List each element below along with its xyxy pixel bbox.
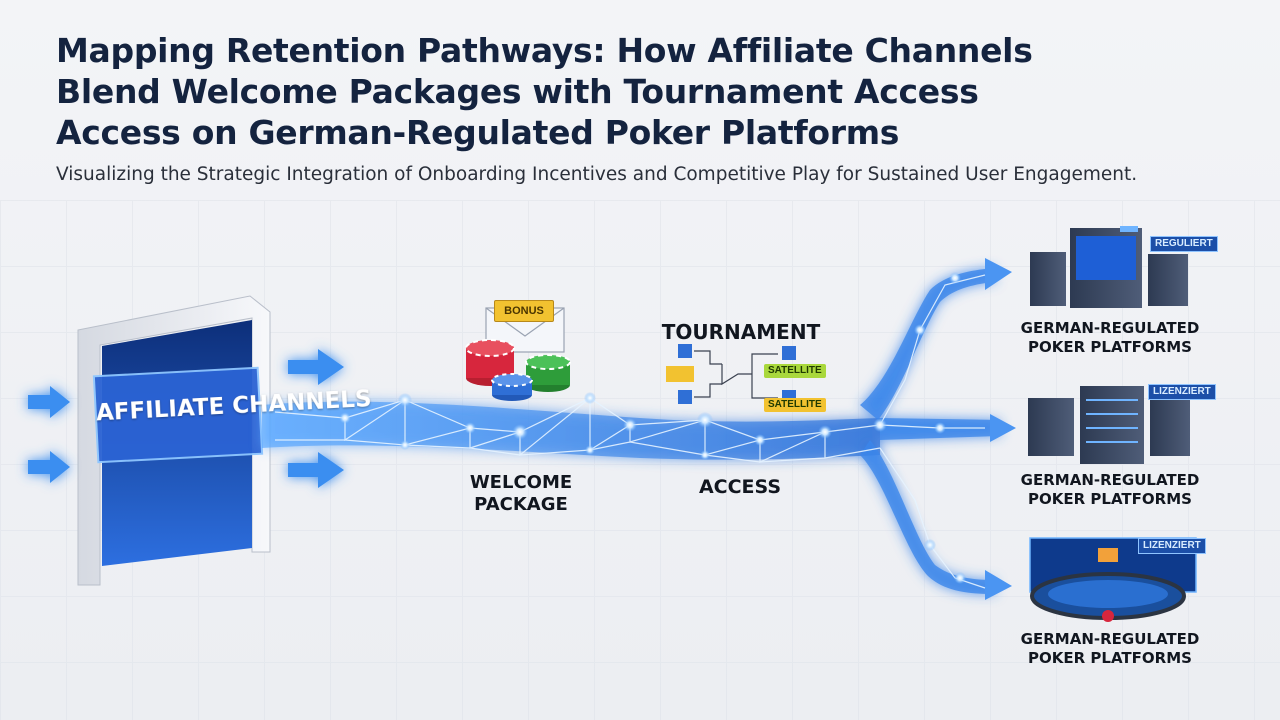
platform-badge-3: LIZENZIERT: [1138, 538, 1206, 554]
poker-chips-icon: [465, 339, 571, 401]
platform-label-1: GERMAN-REGULATED POKER PLATFORMS: [1000, 319, 1220, 357]
title-line-2: Blend Welcome Packages with Tournament A…: [56, 72, 979, 111]
platform-label-1-line-1: GERMAN-REGULATED: [1020, 319, 1200, 337]
bonus-tag: BONUS: [494, 300, 554, 322]
welcome-line-1: WELCOME: [469, 472, 573, 493]
server-cluster-icon-middle: [1028, 386, 1190, 464]
network-nodes: [339, 272, 966, 584]
title-line-1: Mapping Retention Pathways: How Affiliat…: [56, 31, 1033, 70]
platform-label-3-line-1: GERMAN-REGULATED: [1020, 630, 1200, 648]
platform-badge-2: LIZENZIERT: [1148, 384, 1216, 400]
access-label: ACCESS: [698, 476, 782, 498]
satellite-tag-1: SATELLITE: [764, 364, 826, 378]
platform-label-3: GERMAN-REGULATED POKER PLATFORMS: [1000, 630, 1220, 668]
platform-label-2-line-2: POKER PLATFORMS: [1028, 490, 1192, 508]
server-cluster-icon-top: [1030, 226, 1188, 308]
tournament-label: TOURNAMENT: [661, 320, 821, 344]
platform-label-2-line-1: GERMAN-REGULATED: [1020, 471, 1200, 489]
page-subtitle: Visualizing the Strategic Integration of…: [56, 164, 1138, 185]
branch-arrowheads: [985, 258, 1016, 600]
welcome-line-2: PACKAGE: [474, 494, 568, 515]
platform-badge-1: REGULIERT: [1150, 236, 1218, 252]
poker-table-icon: [1029, 537, 1197, 622]
incoming-arrows: [28, 349, 344, 488]
welcome-package-label: WELCOME PACKAGE: [446, 472, 596, 516]
title-line-3: Access on German-Regulated Poker Platfor…: [56, 113, 900, 152]
platform-label-3-line-2: POKER PLATFORMS: [1028, 649, 1192, 667]
platform-label-1-line-2: POKER PLATFORMS: [1028, 338, 1192, 356]
page-title: Mapping Retention Pathways: How Affiliat…: [56, 30, 1236, 153]
affiliate-portal: [77, 295, 271, 586]
satellite-tag-2: SATELLITE: [764, 398, 826, 412]
platform-label-2: GERMAN-REGULATED POKER PLATFORMS: [1000, 471, 1220, 509]
